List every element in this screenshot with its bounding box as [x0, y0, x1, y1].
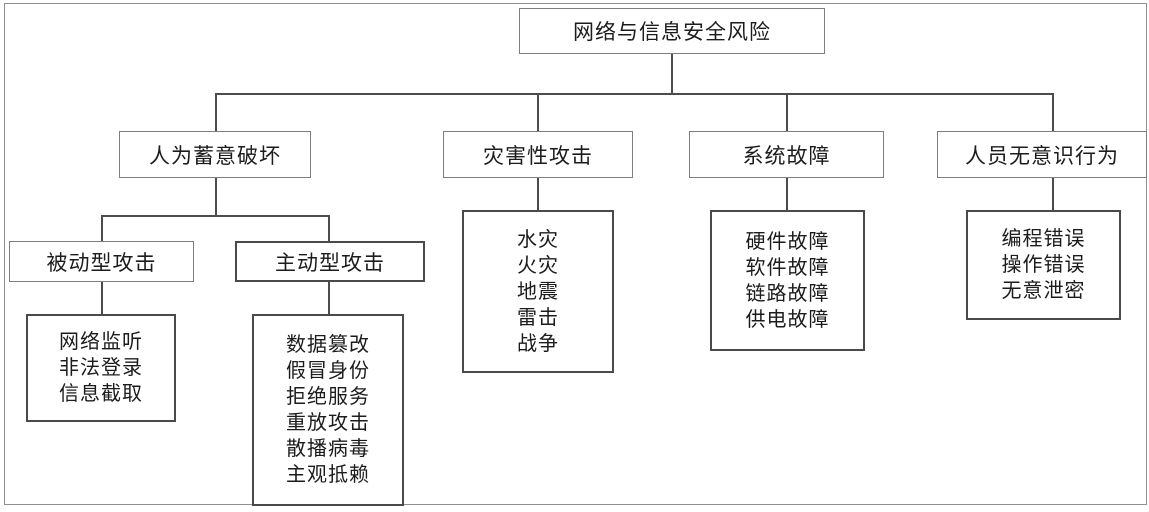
list-item: 编程错误	[1001, 228, 1086, 250]
list-item: 主观抵赖	[286, 464, 370, 486]
list-item: 拒绝服务	[286, 386, 370, 408]
list-item: 散播病毒	[286, 438, 370, 460]
connector-level1-bus	[215, 93, 1054, 95]
list-active-attack-items: 数据篡改 假冒身份 拒绝服务 重放攻击 散播病毒 主观抵赖	[252, 314, 404, 506]
list-disaster-items: 水灾 火灾 地震 雷击 战争	[462, 210, 614, 373]
connector-drop-active-attack	[328, 215, 330, 241]
node-human-unintentional[interactable]: 人员无意识行为	[937, 131, 1147, 178]
list-item: 火灾	[517, 254, 559, 277]
connector-drop-disaster	[537, 93, 539, 131]
list-item: 信息截取	[59, 383, 143, 405]
list-human-unintentional-items: 编程错误 操作错误 无意泄密	[966, 210, 1121, 320]
connector-drop-human-unintentional	[1052, 93, 1054, 131]
connector-disaster-to-list	[537, 178, 539, 210]
list-item: 软件故障	[745, 256, 830, 279]
connector-drop-system-failure	[786, 93, 788, 131]
list-item: 数据篡改	[286, 334, 370, 356]
node-root[interactable]: 网络与信息安全风险	[519, 8, 825, 54]
connector-root-down	[671, 54, 673, 94]
list-item: 地震	[517, 280, 559, 303]
list-passive-attack-items: 网络监听 非法登录 信息截取	[26, 314, 176, 422]
list-item: 重放攻击	[286, 412, 370, 434]
list-item: 非法登录	[59, 357, 143, 379]
node-active-attack[interactable]: 主动型攻击	[235, 241, 425, 282]
list-item: 假冒身份	[286, 360, 370, 382]
connector-system-failure-to-list	[786, 178, 788, 210]
list-item: 供电故障	[745, 308, 830, 331]
connector-drop-human-malicious	[215, 93, 217, 131]
connector-drop-passive-attack	[101, 215, 103, 241]
node-passive-attack[interactable]: 被动型攻击	[9, 241, 194, 282]
list-item: 无意泄密	[1001, 280, 1086, 302]
list-item: 硬件故障	[745, 230, 830, 253]
list-system-failure-items: 硬件故障 软件故障 链路故障 供电故障	[710, 210, 865, 351]
connector-passive-attack-to-list	[101, 281, 103, 314]
connector-human-unintentional-to-list	[1052, 178, 1054, 210]
connector-active-attack-to-list	[328, 281, 330, 314]
node-human-malicious[interactable]: 人为蓄意破坏	[119, 131, 311, 178]
list-item: 链路故障	[745, 282, 830, 305]
connector-level2-bus	[101, 215, 330, 217]
list-item: 水灾	[517, 228, 559, 251]
list-item: 操作错误	[1001, 254, 1086, 276]
node-disaster-attack[interactable]: 灾害性攻击	[443, 131, 633, 178]
list-item: 战争	[517, 332, 559, 355]
list-item: 雷击	[517, 306, 559, 329]
connector-human-malicious-down	[215, 178, 217, 216]
list-item: 网络监听	[59, 331, 143, 353]
node-system-failure[interactable]: 系统故障	[689, 131, 884, 178]
